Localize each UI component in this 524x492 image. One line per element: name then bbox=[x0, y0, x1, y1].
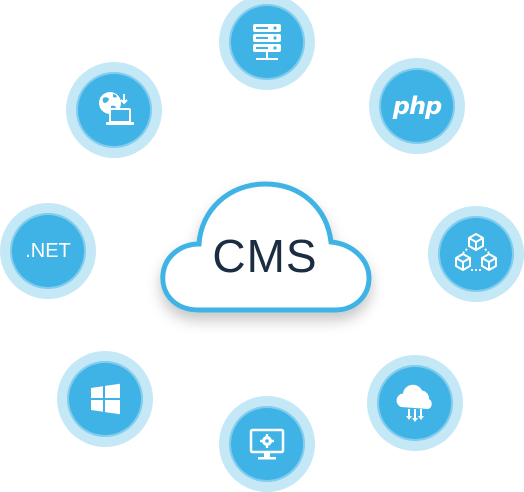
monitor-gear-icon bbox=[249, 428, 285, 460]
php-label: php bbox=[392, 92, 442, 120]
globe-laptop-icon bbox=[99, 92, 134, 125]
node-php: php bbox=[369, 58, 465, 154]
node-server bbox=[219, 0, 315, 90]
cloud-download-icon bbox=[396, 384, 432, 422]
node-network bbox=[428, 206, 524, 302]
node-web bbox=[66, 62, 162, 158]
cms-cloud: CMS bbox=[155, 170, 375, 330]
node-windows bbox=[57, 351, 153, 447]
cloud-shape-icon bbox=[160, 181, 372, 313]
cms-label: CMS bbox=[212, 230, 318, 282]
dotnet-label: .NET bbox=[25, 240, 71, 262]
network-cubes-icon bbox=[455, 233, 497, 271]
node-dotnet: .NET bbox=[0, 203, 96, 299]
windows-logo-icon bbox=[91, 383, 120, 415]
node-settings bbox=[219, 396, 315, 492]
node-cloud-download bbox=[367, 355, 463, 451]
server-rack-icon bbox=[253, 24, 281, 60]
